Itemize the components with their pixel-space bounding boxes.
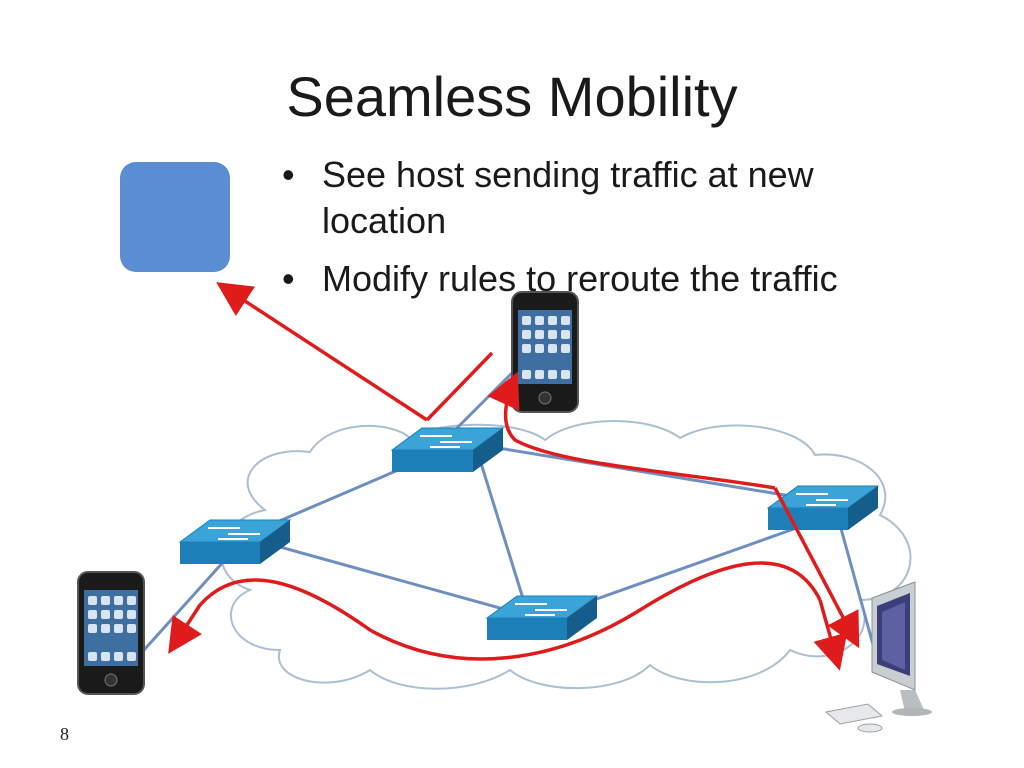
flow-arrow-to-desktop-2 <box>813 599 848 671</box>
bullet-item: • See host sending traffic at new locati… <box>282 152 922 244</box>
bullet-text: See host sending traffic at new location <box>322 154 814 241</box>
smartphone-icon <box>77 571 145 695</box>
controller-box-icon <box>120 162 230 272</box>
network-switch-icon <box>485 595 599 640</box>
desktop-computer-icon <box>824 581 932 733</box>
slide-number: 8 <box>60 724 69 744</box>
bullet-text: Modify rules to reroute the traffic <box>322 258 838 299</box>
smartphone-icon <box>511 291 579 413</box>
bullet-dot: • <box>282 258 295 299</box>
network-switch-icon <box>178 519 292 564</box>
traffic-flows <box>168 282 860 671</box>
network-switch-icon <box>390 427 505 472</box>
link <box>478 459 527 606</box>
slide-title: Seamless Mobility <box>286 65 738 128</box>
link <box>254 538 526 617</box>
flow-arrow-to-controller <box>216 282 428 422</box>
link <box>559 523 806 614</box>
link <box>479 443 816 502</box>
flow-arrow-to-desktop-1 <box>773 487 860 649</box>
bullet-item: • Modify rules to reroute the traffic <box>282 256 922 302</box>
network-cloud-icon <box>220 420 912 690</box>
flow-line-phone-to-switch <box>425 351 494 422</box>
bullet-dot: • <box>282 154 295 195</box>
flow-arrow-to-old-phone <box>168 561 822 661</box>
bullet-list: • See host sending traffic at new locati… <box>282 152 922 314</box>
flow-arrow-to-new-phone <box>487 371 776 490</box>
link <box>133 558 227 662</box>
